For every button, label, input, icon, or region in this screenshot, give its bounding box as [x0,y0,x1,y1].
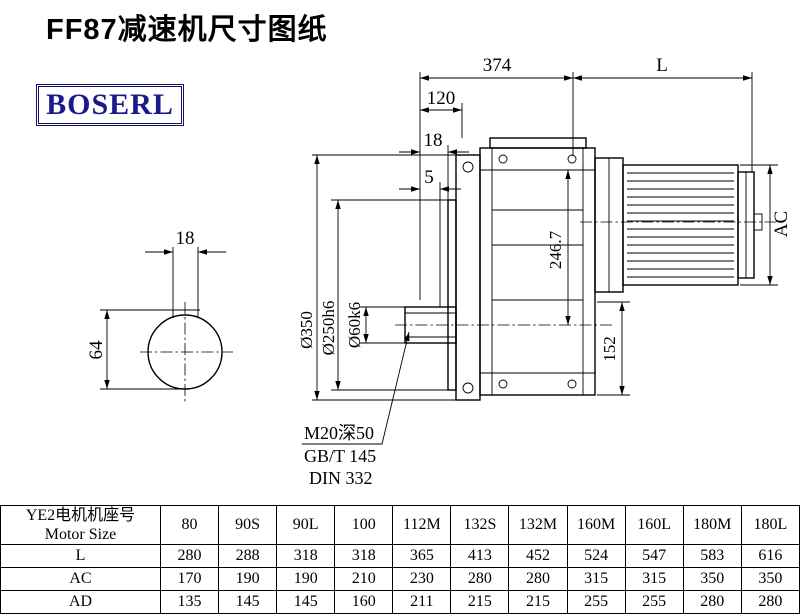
dim-dia-350: Ø350 [297,311,316,349]
motor-size-header-cell: YE2电机机座号 Motor Size [0,504,161,546]
cell-AD-2: 145 [276,590,336,614]
cell-L-10: 616 [740,544,800,569]
cell-AC-9: 350 [682,567,742,592]
note-thread: M20深50 [304,423,374,443]
dim-AC: AC [771,211,792,237]
dim-L: L [656,55,668,76]
size-col-132m: 132M [508,504,568,546]
cell-L-1: 288 [218,544,278,569]
gearbox-main-view [395,137,784,401]
size-col-100: 100 [334,504,394,546]
table-row-AD: AD 135 145 145 160 211 215 215 255 255 2… [0,590,800,614]
motor-cooling-fins [627,172,734,278]
diameter-dimensions: Ø350 Ø250h6 Ø60k6 [297,154,456,401]
cell-L-9: 583 [682,544,742,569]
dim-18: 18 [424,130,443,151]
technical-drawing: 18 64 [86,55,792,488]
size-col-160l: 160L [624,504,684,546]
size-col-90l: 90L [276,504,336,546]
cell-AD-7: 255 [566,590,626,614]
dim-key-width: 18 [176,228,195,249]
size-col-180m: 180M [682,504,742,546]
cell-AD-6: 215 [508,590,568,614]
cell-L-3: 318 [334,544,394,569]
cell-AD-1: 145 [218,590,278,614]
dim-dia-250: Ø250h6 [319,301,338,356]
note-din-332: DIN 332 [309,468,373,488]
cell-AC-1: 190 [218,567,278,592]
row-label-L: L [0,544,161,569]
dim-152: 152 [600,336,619,362]
boserl-logo: BOSERL [36,84,184,126]
dim-dia-60: Ø60k6 [345,302,364,348]
dim-120: 120 [427,88,456,109]
dim-374: 374 [483,55,512,76]
row-label-AC: AC [0,567,161,592]
table-header-row: YE2电机机座号 Motor Size 80 90S 90L 100 112M … [0,504,800,546]
dim-key-height: 64 [86,340,107,360]
cell-AC-6: 280 [508,567,568,592]
size-col-112m: 112M [392,504,452,546]
table-row-AC: AC 170 190 190 210 230 280 280 315 315 3… [0,567,800,592]
cell-AD-3: 160 [334,590,394,614]
cell-L-4: 365 [392,544,452,569]
cell-AD-0: 135 [159,590,220,614]
size-col-80: 80 [159,504,220,546]
cell-AC-7: 315 [566,567,626,592]
size-col-90s: 90S [218,504,278,546]
cell-AD-8: 255 [624,590,684,614]
cell-AC-2: 190 [276,567,336,592]
cell-AC-3: 210 [334,567,394,592]
cell-AC-8: 315 [624,567,684,592]
cell-AD-4: 211 [392,590,452,614]
cell-AC-4: 230 [392,567,452,592]
cell-AC-10: 350 [740,567,800,592]
table-row-L: L 280 288 318 318 365 413 452 524 547 58… [0,544,800,569]
cell-L-0: 280 [159,544,220,569]
dim-5: 5 [424,167,434,188]
size-col-160m: 160M [566,504,626,546]
size-col-132s: 132S [450,504,510,546]
motor-size-header-en: Motor Size [44,526,117,544]
row-label-AD: AD [0,590,161,614]
cell-AC-0: 170 [159,567,220,592]
cell-L-5: 413 [450,544,510,569]
motor-size-table: YE2电机机座号 Motor Size 80 90S 90L 100 112M … [0,504,800,614]
cell-AC-5: 280 [450,567,510,592]
size-col-180l: 180L [740,504,800,546]
cell-AD-5: 215 [450,590,510,614]
inner-dimensions: 246.7 152 [546,170,630,396]
boserl-logo-text: BOSERL [46,88,174,121]
top-dimensions: 374 L 120 18 5 [399,55,753,307]
page-title: FF87减速机尺寸图纸 [46,14,328,46]
cell-L-7: 524 [566,544,626,569]
cell-L-6: 452 [508,544,568,569]
thread-note: M20深50 GB/T 145 DIN 332 [302,331,410,488]
cell-AD-9: 280 [682,590,742,614]
right-dimensions: AC [740,164,792,286]
cell-AD-10: 280 [740,590,800,614]
shaft-end-view: 18 64 [86,228,233,404]
cell-L-2: 318 [276,544,336,569]
cell-L-8: 547 [624,544,684,569]
note-gbt-145: GB/T 145 [304,446,376,466]
dim-246-7: 246.7 [546,230,565,269]
motor-size-header-cn: YE2电机机座号 [25,507,136,524]
